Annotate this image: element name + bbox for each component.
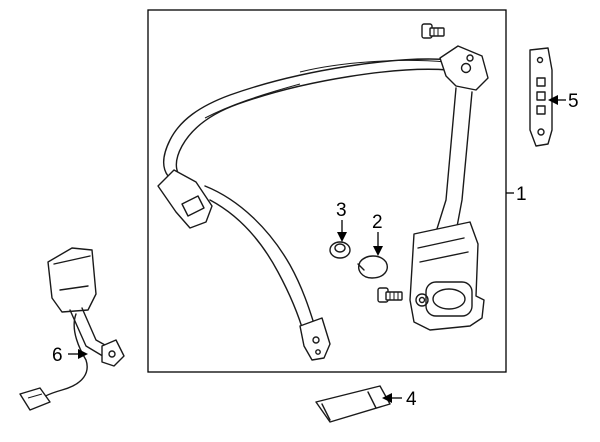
- callout-3: 3: [336, 200, 347, 221]
- callout-4: 4: [406, 389, 417, 410]
- belt-webbing-lower-inner: [209, 199, 305, 335]
- belt-guide-loop: [157, 169, 213, 229]
- belt-webbing-upper-inner: [175, 68, 449, 174]
- callout-5: 5: [568, 91, 579, 112]
- upper-shoulder-anchor: [439, 45, 489, 91]
- callout-2: 2: [372, 212, 383, 233]
- buckle-connector: [19, 387, 51, 411]
- belt-webbing-lower-outer: [204, 185, 317, 331]
- belt-webbing-upper: [163, 58, 453, 177]
- belt-webbing-vertical-right: [455, 91, 473, 233]
- lower-anchor-plate: [299, 317, 331, 361]
- buckle-head: [47, 247, 97, 313]
- callout-6: 6: [52, 345, 63, 366]
- seat-belt-assembly: [157, 23, 489, 361]
- belt-webbing-vertical-left: [435, 87, 457, 233]
- belt-guide-slot: [181, 195, 205, 217]
- part-5-height-adjuster: [529, 47, 553, 147]
- callout-arrow-3: [337, 232, 347, 242]
- part-4-trim-cover: [315, 385, 391, 423]
- part-3-cap: [329, 241, 351, 259]
- callout-arrow-6: [78, 349, 88, 359]
- assembly-frame: [147, 9, 507, 373]
- callout-arrow-2: [373, 246, 383, 256]
- callout-arrow-4: [382, 393, 392, 403]
- buckle-anchor: [101, 339, 125, 367]
- part-6-buckle-assembly: [19, 247, 125, 411]
- retractor-spool: [425, 281, 473, 317]
- retractor-bolt: [377, 287, 403, 303]
- callout-1: 1: [516, 184, 527, 205]
- upper-anchor-bolt: [421, 23, 445, 39]
- part-2-cover: [357, 255, 388, 279]
- callout-arrow-5: [548, 95, 558, 105]
